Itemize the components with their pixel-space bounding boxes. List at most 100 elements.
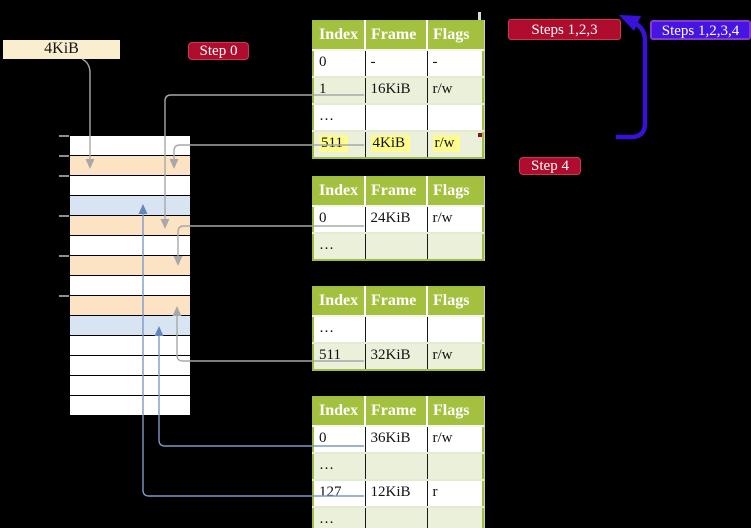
table-cell: 511 xyxy=(313,130,366,158)
recursive-loop-arrow xyxy=(616,22,648,140)
table-cell: 0 xyxy=(313,205,366,233)
table-row: … xyxy=(313,452,483,480)
column-header: Flags xyxy=(427,21,483,51)
table-cell: - xyxy=(365,49,428,77)
memory-frame-row xyxy=(70,236,190,255)
table-cell: - xyxy=(427,49,483,77)
table-cell: r/w xyxy=(427,342,483,370)
table-row: … xyxy=(313,315,483,343)
table-cell: r/w xyxy=(427,130,483,158)
column-header: Flags xyxy=(427,397,483,427)
table-cell xyxy=(365,452,428,480)
table-cell: … xyxy=(313,103,366,131)
memory-frame-row xyxy=(70,336,190,355)
column-header: Index xyxy=(313,287,366,317)
table-cell xyxy=(427,315,483,343)
column-header: Index xyxy=(313,21,366,51)
table-cell: 12KiB xyxy=(365,479,428,507)
table-cell: … xyxy=(313,315,366,343)
table-row: 511 4KiB r/w xyxy=(313,130,483,158)
address-tick xyxy=(59,255,69,257)
column-header: Flags xyxy=(427,287,483,317)
table-cell: r/w xyxy=(427,76,483,104)
table-cell: r/w xyxy=(427,425,483,453)
column-header: Frame xyxy=(365,287,428,317)
table-cell: r/w xyxy=(427,205,483,233)
table-cell: r xyxy=(427,479,483,507)
table-cell: 16KiB xyxy=(365,76,428,104)
frame-size-label: 4KiB xyxy=(3,40,120,59)
memory-frame-row xyxy=(70,196,190,215)
table-cell: 1 xyxy=(313,76,366,104)
white-tick xyxy=(478,12,481,20)
table-cell: 0 xyxy=(313,49,366,77)
table-cell xyxy=(365,232,428,260)
table-row: … xyxy=(313,103,483,131)
table-cell: … xyxy=(313,452,366,480)
memory-frame-row xyxy=(70,216,190,235)
address-tick xyxy=(59,135,69,137)
step-0-badge: Step 0 xyxy=(188,42,249,60)
table-cell: 511 xyxy=(313,342,366,370)
memory-frame-row xyxy=(70,356,190,375)
address-tick xyxy=(59,175,69,177)
column-header: Frame xyxy=(365,177,428,207)
table-cell: 4KiB xyxy=(365,130,428,158)
highlighted-value: 4KiB xyxy=(370,135,411,152)
table-cell: 0 xyxy=(313,425,366,453)
table-cell: … xyxy=(313,232,366,260)
memory-frame-row xyxy=(70,256,190,275)
memory-frame-row xyxy=(70,276,190,295)
table-row: … xyxy=(313,232,483,260)
recursive-loop-arrow-arrowhead-icon xyxy=(619,15,641,31)
table-cell: 127 xyxy=(313,479,366,507)
memory-frame-row xyxy=(70,176,190,195)
memory-frame-row xyxy=(70,316,190,335)
table-cell: 36KiB xyxy=(365,425,428,453)
table-cell xyxy=(365,315,428,343)
memory-frame-row xyxy=(70,296,190,315)
table-cell: 24KiB xyxy=(365,205,428,233)
highlighted-value: 511 xyxy=(319,135,348,152)
address-tick xyxy=(59,155,69,157)
table-cell xyxy=(427,103,483,131)
column-header: Frame xyxy=(365,21,428,51)
memory-frame-row xyxy=(70,396,190,415)
table-cell xyxy=(427,452,483,480)
address-tick xyxy=(59,295,69,297)
physical-memory-frames xyxy=(70,136,190,416)
table-cell xyxy=(365,103,428,131)
table-cell: … xyxy=(313,506,366,528)
table-cell: 32KiB xyxy=(365,342,428,370)
highlighted-value: r/w xyxy=(432,135,460,152)
steps-1234-badge: Steps 1,2,3,4 xyxy=(650,20,751,40)
memory-frame-row xyxy=(70,136,190,155)
column-header: Frame xyxy=(365,397,428,427)
table-cell xyxy=(427,232,483,260)
column-header: Index xyxy=(313,177,366,207)
table-row: … xyxy=(313,506,483,528)
table-row: 0-- xyxy=(313,49,483,77)
memory-frame-row xyxy=(70,376,190,395)
memory-frame-row xyxy=(70,156,190,175)
table-cell xyxy=(365,506,428,528)
column-header: Flags xyxy=(427,177,483,207)
step-4-badge: Step 4 xyxy=(519,157,581,175)
column-header: Index xyxy=(313,397,366,427)
table-cell xyxy=(427,506,483,528)
address-tick xyxy=(59,215,69,217)
